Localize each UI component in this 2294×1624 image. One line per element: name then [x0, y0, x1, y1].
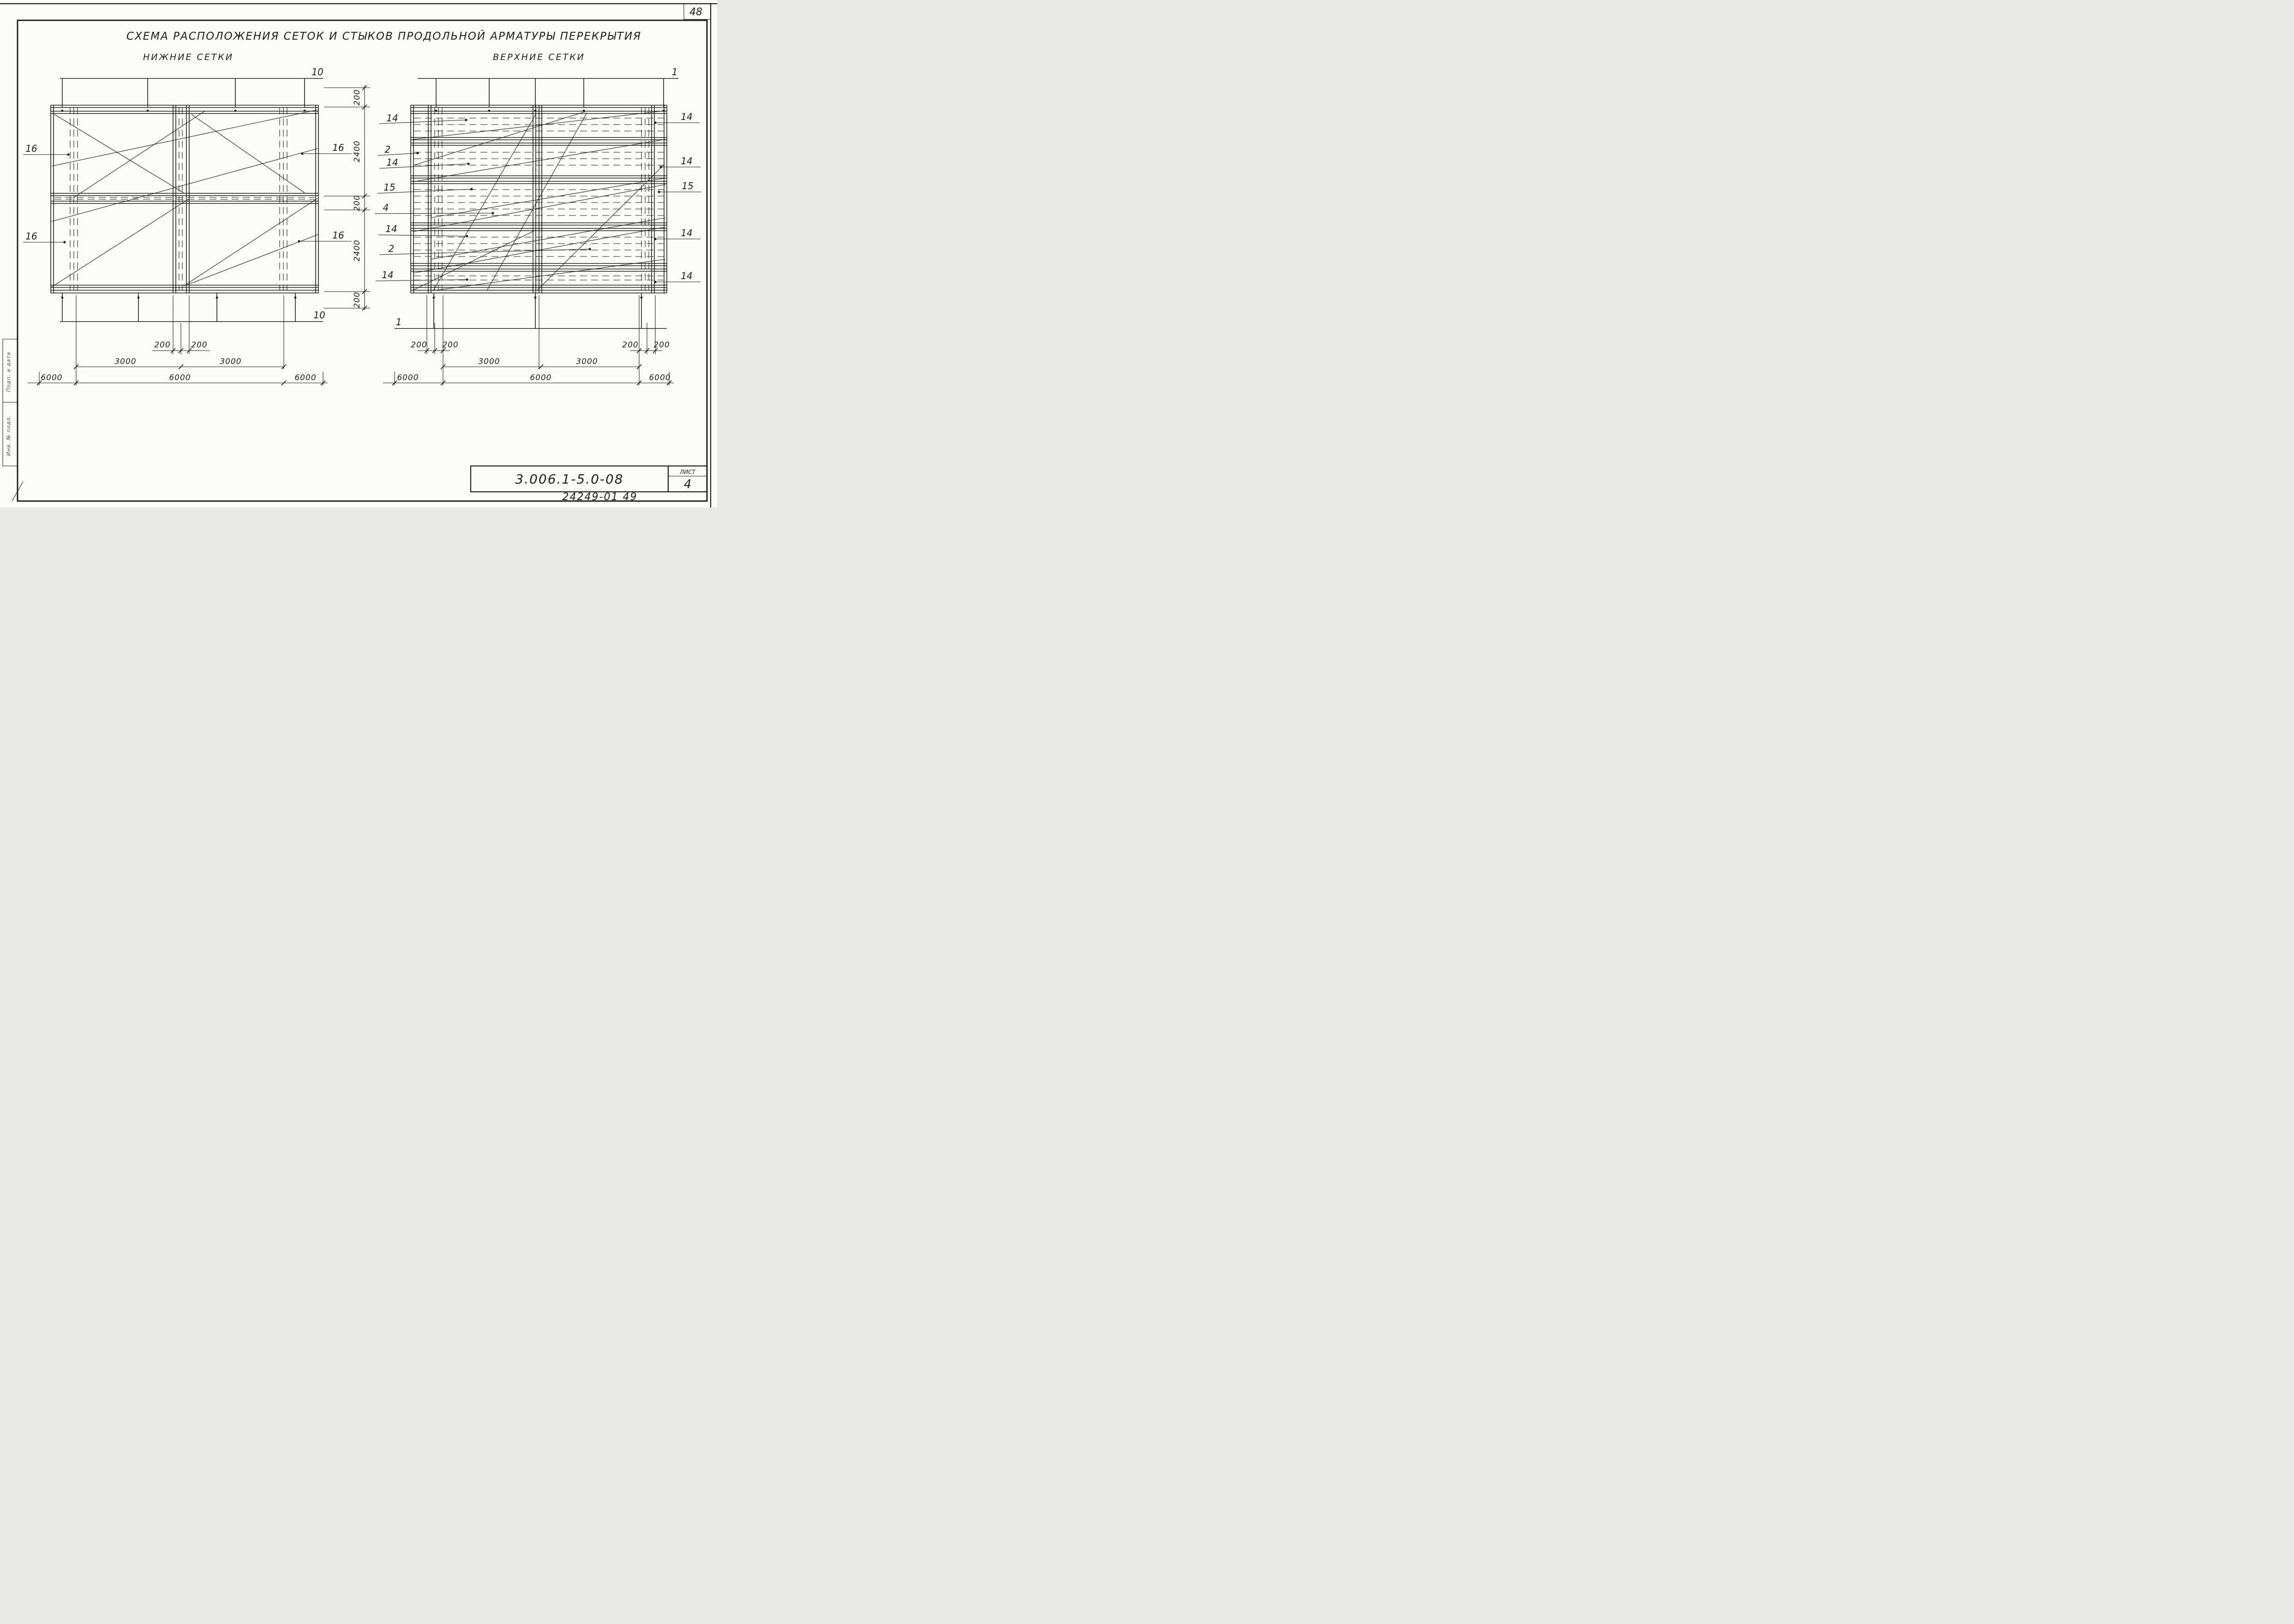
sheet-number: 4: [684, 478, 692, 491]
right-grid-solid-lines: [410, 105, 667, 293]
right-bottom-bracket: 1: [395, 293, 667, 329]
right-callout-leaders-right: 14 14 15 14 14: [654, 111, 701, 283]
margin-stamp: Подп. и дата Инв. № подл.: [2, 339, 18, 466]
sheet-frame: 48: [0, 3, 717, 508]
right-callout-15-a: 15: [383, 182, 395, 193]
right-mesh-diagonals: [413, 110, 666, 291]
right-diagram: ВЕРХНИЕ СЕТКИ 1 1: [374, 52, 701, 386]
right-dim-200-b: 200: [442, 340, 458, 350]
left-dim-3000-a: 3000: [114, 357, 136, 366]
left-bottom-bracket: 10: [60, 293, 325, 322]
left-bottom-callout: 10: [313, 310, 325, 321]
right-callout-14-c: 14: [385, 223, 397, 234]
right-callout-2-a: 2: [385, 144, 391, 155]
page-number-box: [683, 4, 711, 20]
drawing-sheet: 48 Подп. и дата Инв. № подл. СХЕМА РАСПО…: [0, 0, 717, 508]
corner-fold-line: [12, 481, 24, 502]
drawing-frame: [17, 19, 708, 502]
left-vdim-2400-lower: 2400: [353, 239, 362, 261]
left-vertical-dimension-chain: 200 2400 200 2400 200: [324, 85, 370, 311]
page-number: 48: [689, 6, 702, 18]
right-callout-leaders-left: 14 2 14 15 4 14 2 14: [374, 113, 591, 281]
drawing-sheet-svg: 48 Подп. и дата Инв. № подл. СХЕМА РАСПО…: [0, 3, 717, 508]
right-callout-14-e: 14: [681, 111, 692, 122]
left-top-callout: 10: [311, 66, 323, 78]
left-dim-6000-b: 6000: [169, 373, 191, 382]
right-diagram-label: ВЕРХНИЕ СЕТКИ: [493, 52, 585, 62]
right-callout-14-f: 14: [681, 155, 692, 167]
title-block: 3.006.1-5.0-08 ЛИСТ 4 24249-01 49: [470, 465, 708, 503]
left-mesh-diagonals: [51, 109, 319, 287]
right-bottom-callout: 1: [396, 316, 402, 328]
right-callout-2-b: 2: [389, 243, 395, 254]
right-callout-14-d: 14: [382, 269, 393, 281]
left-callout-16-a: 16: [25, 143, 37, 154]
right-dim-200-a: 200: [411, 340, 427, 350]
right-bottom-dimensions: 200 200 200 200 3000 3000 6000 6000 6000: [383, 295, 674, 386]
left-diagram: НИЖНИЕ СЕТКИ 10 10 16: [23, 52, 370, 386]
left-dim-200-b: 200: [191, 340, 207, 350]
left-vdim-200-top: 200: [353, 89, 362, 105]
left-vdim-200-mid: 200: [353, 195, 362, 211]
right-callout-14-b: 14: [386, 157, 398, 168]
right-dim-6000-b: 6000: [530, 373, 551, 382]
right-top-bracket: 1: [418, 66, 678, 112]
left-diagram-label: НИЖНИЕ СЕТКИ: [143, 52, 234, 62]
right-callout-14-g: 14: [681, 227, 692, 239]
title-block-sheet-box: [667, 465, 708, 493]
left-dim-6000-c: 6000: [294, 373, 316, 382]
right-callout-15-b: 15: [682, 180, 693, 191]
doc-number: 3.006.1-5.0-08: [515, 472, 623, 487]
right-callout-14-a: 14: [386, 113, 398, 124]
right-dim-3000-b: 3000: [576, 357, 598, 366]
right-dim-200-c: 200: [622, 340, 638, 350]
right-dim-3000-a: 3000: [478, 357, 500, 366]
right-dim-6000-a: 6000: [397, 373, 419, 382]
right-grid-dashed-lines: [414, 107, 664, 291]
left-vdim-2400-upper: 2400: [353, 140, 362, 162]
right-top-callout: 1: [672, 66, 678, 78]
margin-stamp-lines: [2, 339, 18, 466]
sheet-label: ЛИСТ: [679, 469, 696, 475]
left-dim-6000-a: 6000: [41, 373, 62, 382]
left-grid-dashed-lines: [54, 107, 315, 291]
left-callout-16-d: 16: [332, 230, 344, 241]
left-top-bracket: 10: [60, 66, 323, 112]
margin-stamp-bottom-text: Инв. № подл.: [6, 415, 12, 456]
left-callout-16-c: 16: [332, 142, 344, 153]
left-callout-leaders: 16 16 16 16: [23, 142, 352, 244]
left-bottom-dimensions: 200 200 3000 3000 6000 6000 6000: [28, 295, 328, 386]
left-dim-200-a: 200: [154, 340, 170, 350]
left-vdim-200-bottom: 200: [353, 292, 362, 308]
right-dim-200-d: 200: [653, 340, 670, 350]
right-callout-14-h: 14: [681, 270, 692, 281]
handwritten-code: 24249-01 49: [563, 491, 638, 503]
left-dim-3000-b: 3000: [220, 357, 241, 366]
left-callout-16-b: 16: [25, 231, 37, 242]
drawing-title: СХЕМА РАСПОЛОЖЕНИЯ СЕТОК И СТЫКОВ ПРОДОЛ…: [126, 30, 641, 42]
margin-stamp-top-text: Подп. и дата: [6, 352, 12, 392]
right-callout-4: 4: [383, 202, 389, 213]
right-dim-6000-c: 6000: [649, 373, 671, 382]
